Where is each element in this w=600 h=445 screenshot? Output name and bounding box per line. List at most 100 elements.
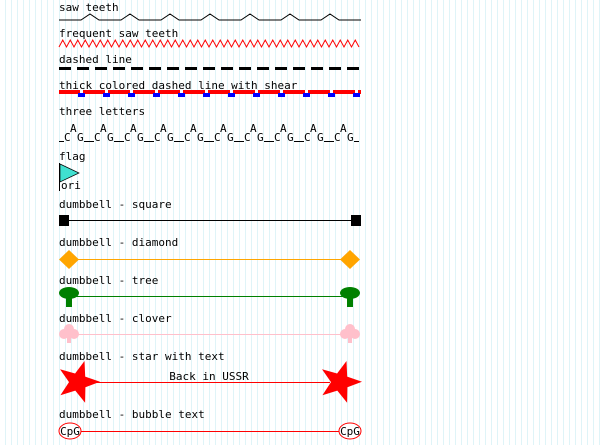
dash-segment xyxy=(311,67,323,70)
letter-low1: C xyxy=(334,131,341,144)
clover-end-right-icon xyxy=(340,324,360,343)
letter-low2: G xyxy=(137,131,144,144)
letter-low1: C xyxy=(124,131,131,144)
dash-segment xyxy=(167,67,179,70)
letter-low2: G xyxy=(107,131,114,144)
frequent-saw-teeth-line xyxy=(58,38,360,49)
shear-mark xyxy=(278,93,285,97)
flag-text: ori xyxy=(61,179,81,192)
letter-low2: G xyxy=(227,131,234,144)
shear-mark xyxy=(178,93,185,97)
letter-high: A xyxy=(220,122,227,135)
bubble-end-left xyxy=(58,422,82,440)
dash-segment xyxy=(203,67,215,70)
dumbbell-diamond xyxy=(59,250,360,269)
label-three-letters: three letters xyxy=(59,105,145,118)
letter-low1: C xyxy=(244,131,251,144)
dash-gap xyxy=(230,90,233,94)
letter-low1: C xyxy=(214,131,221,144)
dumbbell-tree xyxy=(59,287,360,307)
letter-low2: G xyxy=(167,131,174,144)
letter-high: A xyxy=(280,122,287,135)
dash-gap xyxy=(305,90,308,94)
letter-high: A xyxy=(100,122,107,135)
clover-end-left-icon xyxy=(59,324,79,343)
shear-mark xyxy=(228,93,235,97)
dash-segment xyxy=(131,67,143,70)
label-frequent-saw-teeth: frequent saw teeth xyxy=(59,27,178,40)
square-end-right-icon xyxy=(351,215,361,226)
star-line-text: Back in USSR xyxy=(169,370,249,383)
dash-gap xyxy=(205,90,208,94)
diamond-end-right-icon xyxy=(340,250,360,269)
dumbbell-clover xyxy=(59,324,360,343)
square-end-left-icon xyxy=(59,215,69,226)
dash-segment xyxy=(239,67,251,70)
letter-low1: C xyxy=(184,131,191,144)
dash-segment xyxy=(221,67,233,70)
tree-end-left-icon xyxy=(59,287,79,307)
letter-high: A xyxy=(130,122,137,135)
shear-mark xyxy=(353,93,360,97)
dash-gap xyxy=(280,90,283,94)
star-end-left-icon xyxy=(60,361,100,403)
diamond-end-left-icon xyxy=(59,250,79,269)
letter-low2: G xyxy=(287,131,294,144)
dash-segment xyxy=(347,67,359,70)
label-dumbbell-clover: dumbbell - clover xyxy=(59,312,172,325)
letter-high: A xyxy=(250,122,257,135)
dash-segment xyxy=(77,67,89,70)
dash-gap xyxy=(180,90,183,94)
label-dumbbell-bubble: dumbbell - bubble text xyxy=(59,408,205,421)
letter-high: A xyxy=(160,122,167,135)
dash-gap xyxy=(130,90,133,94)
shear-mark xyxy=(103,93,110,97)
label-flag: flag xyxy=(59,150,86,163)
letter-low1: C xyxy=(154,131,161,144)
shear-mark xyxy=(153,93,160,97)
label-dumbbell-tree: dumbbell - tree xyxy=(59,274,158,287)
dash-gap xyxy=(255,90,258,94)
letter-high: A xyxy=(340,122,347,135)
label-thick-dashed: thick colored dashed line with shear xyxy=(59,79,298,92)
tree-end-right-icon xyxy=(340,287,360,307)
dash-segment xyxy=(275,67,287,70)
letter-low1: C xyxy=(274,131,281,144)
bubble-end-right xyxy=(338,422,362,440)
dumbbell-bubble: CpG CpG xyxy=(58,422,362,440)
letter-high: A xyxy=(70,122,77,135)
thick-dashed-line xyxy=(59,90,361,97)
shear-mark xyxy=(328,93,335,97)
dash-segment xyxy=(95,67,107,70)
dash-gap xyxy=(330,90,333,94)
star-end-right-icon xyxy=(322,361,362,403)
dash-segment xyxy=(293,67,305,70)
shear-mark xyxy=(203,93,210,97)
letter-low2: G xyxy=(197,131,204,144)
dash-gap xyxy=(80,90,83,94)
saw-teeth-line xyxy=(59,13,361,21)
letter-low1: C xyxy=(94,131,101,144)
shear-mark xyxy=(78,93,85,97)
frequent-saw-teeth-path xyxy=(58,38,360,49)
dash-segment xyxy=(149,67,161,70)
shear-mark xyxy=(253,93,260,97)
bubble-text-left: CpG xyxy=(60,425,80,438)
letter-low2: G xyxy=(347,131,354,144)
label-dashed-line: dashed line xyxy=(59,53,132,66)
letter-low1: C xyxy=(64,131,71,144)
letter-high: A xyxy=(310,122,317,135)
dashed-line xyxy=(59,67,359,70)
letter-high: A xyxy=(190,122,197,135)
dash-gap xyxy=(105,90,108,94)
label-dumbbell-diamond: dumbbell - diamond xyxy=(59,236,178,249)
label-dumbbell-star: dumbbell - star with text xyxy=(59,350,225,363)
letter-low2: G xyxy=(77,131,84,144)
dash-gap xyxy=(355,90,358,94)
flag-pennant-icon xyxy=(59,163,80,183)
dash-segment xyxy=(257,67,269,70)
letter-low2: G xyxy=(257,131,264,144)
shear-mark xyxy=(303,93,310,97)
